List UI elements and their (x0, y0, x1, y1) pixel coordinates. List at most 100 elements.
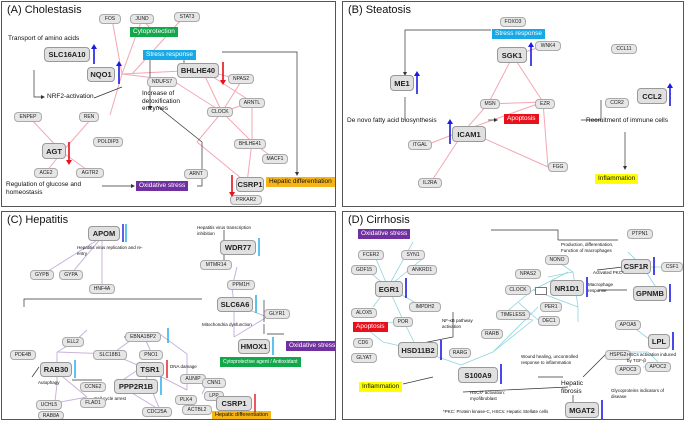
node-npas2: NPAS2 (515, 269, 541, 279)
node-ccr2: CCR2 (605, 98, 629, 108)
expression-arrows (414, 42, 673, 144)
tag-oxidative-stress: Oxidative stress (136, 181, 189, 191)
panel-hepatitis: (C) Hepatitis APOM Hepa (1, 211, 336, 420)
label-macrophage-response: Macrophage response (588, 282, 614, 293)
label-nrf2: NRF2-activation (47, 93, 94, 100)
tag-cytoprotective: Cytoprotective agent / Antioxidant (220, 357, 301, 367)
node-slc18b1: SLC18B1 (93, 350, 127, 360)
node-bhlhe41: BHLHE41 (234, 139, 266, 149)
node-slc6a6: SLC6A6 (217, 297, 253, 312)
node-hnf4a: HNF4A (89, 284, 115, 294)
node-fgg: FGG (548, 162, 568, 172)
node-me1: ME1 (390, 75, 414, 91)
label-glycoproteins: Glycoproteins indicators of disease (611, 388, 665, 399)
node-gdf15: GDF15 (351, 265, 377, 275)
node-cdc25a: CDC25A (142, 407, 172, 417)
node-agt: AGT (42, 143, 66, 159)
node-fcer2: FCER2 (358, 250, 384, 260)
node-apoc2: APOC2 (645, 362, 671, 372)
expression-arrows (66, 44, 235, 197)
node-syn1: SYN1 (401, 250, 425, 260)
tag-inflammation: Inflammation (359, 382, 403, 392)
node-arnt: ARNT (184, 169, 208, 179)
label-recruitment: Recruitment of immune cells (586, 117, 668, 124)
node-mgat2: MGAT2 (565, 402, 599, 418)
node-arntl: ARNTL (239, 98, 265, 108)
node-hmox1: HMOX1 (238, 339, 270, 354)
label-cell-cycle-arrest: Cell cycle arrest (94, 396, 127, 401)
node-uchl5: UCHL5 (36, 400, 62, 410)
node-nqo1: NQO1 (87, 67, 115, 82)
calculator-icon (535, 287, 547, 295)
node-plk4: PLK4 (175, 395, 197, 405)
node-wdr77: WDR77 (220, 240, 256, 255)
node-nr1d1: NR1D1 (550, 280, 584, 296)
node-hsd11b2: HSD11B2 (398, 342, 438, 358)
node-s100a9: S100A9 (458, 367, 498, 383)
node-foxo3: FOXO3 (500, 17, 526, 27)
node-flad1: FLAD1 (80, 398, 106, 408)
tag-inflammation: Inflammation (595, 174, 639, 184)
node-agtr2: AGTR2 (76, 168, 104, 178)
tag-hepatic-differentiation: Hepatic differentiation (212, 411, 272, 419)
label-glucose: Regulation of glucose and homeostasis (6, 181, 82, 196)
node-ren: REN (79, 112, 99, 122)
node-ptpn1: PTPN1 (627, 229, 653, 239)
node-stat3: STAT3 (174, 12, 200, 22)
node-lpl: LPL (648, 334, 670, 349)
node-timeless: TIMELESS (496, 310, 530, 320)
tag-cytoprotection: Cytoprotection (130, 27, 178, 37)
tag-apoptosis: Apoptosis (504, 114, 539, 124)
node-fos: FOS (99, 14, 121, 24)
label-autophagy: Autophagy (38, 380, 60, 385)
panel-title: (B) Steatosis (348, 4, 411, 16)
node-ell2: ELL2 (62, 337, 84, 347)
label-hscs-myofibroblast: HSCs* activation: myofibroblast (470, 390, 506, 401)
node-ppm1h: PPM1H (227, 280, 255, 290)
node-pno1: PNO1 (139, 350, 163, 360)
tag-apoptosis: Apoptosis (353, 322, 388, 332)
label-lipid-biosynthesis: De novo fatty acid biosynthesis (347, 117, 437, 124)
node-dec1: DEC1 (538, 316, 560, 326)
node-gpnmb: GPNMB (633, 286, 667, 301)
tag-oxidative-stress: Oxidative stress (358, 229, 411, 239)
node-gypa: GYPA (59, 270, 83, 280)
node-alox5: ALOX5 (351, 308, 377, 318)
node-csf1: CSF1 (661, 262, 683, 272)
label-detox: Increase of detoxification enzymes (142, 90, 180, 112)
node-npas2: NPAS2 (228, 74, 254, 84)
panel-cholestasis: (A) Cholestasis (1, 1, 336, 207)
label-hscs-tgf: HSCs activation induced by TGF-β (627, 352, 677, 363)
node-wnk4: WNK4 (535, 41, 561, 51)
panel-title: (D) Cirrhosis (348, 214, 410, 226)
label-production: Production, differentiation, Function of… (561, 242, 614, 253)
node-pde4b: PDE4B (10, 350, 36, 360)
node-msn: MSN (480, 99, 500, 109)
node-nono: NONO (545, 255, 569, 265)
node-csf1r: CSF1R (621, 259, 651, 274)
node-jund: JUND (130, 14, 154, 24)
node-ace2: ACE2 (34, 168, 58, 178)
node-tsr1: TSR1 (136, 362, 164, 377)
tag-hepatic-differentiation: Hepatic differentiation (266, 177, 335, 187)
node-glyr1: GLYR1 (264, 309, 290, 319)
node-ppp2r1b: PPP2R1B (114, 379, 158, 394)
node-apoc3: APOC3 (615, 365, 641, 375)
node-egr1: EGR1 (375, 281, 403, 297)
node-ezr: EZR (535, 99, 555, 109)
node-actbl2: ACTBL2 (182, 405, 212, 415)
label-nfkb: NF-κB pathway activation (442, 318, 473, 329)
node-rab30: RAB30 (40, 362, 72, 377)
tag-stress-response: Stress response (492, 29, 545, 39)
panel-steatosis: (B) Steatosis FOXO3 Stress response SGK1… (342, 1, 684, 207)
label-mito-dysfunction: Mitochondria dysfunction (202, 322, 252, 327)
node-prkar2: PRKAR2 (230, 195, 262, 205)
tag-stress-response: Stress response (143, 50, 196, 60)
node-apoa5: APOA5 (615, 320, 641, 330)
label-dna-damage: DNA damage (170, 364, 197, 369)
node-per1: PER1 (540, 302, 562, 312)
panel-title: (A) Cholestasis (7, 4, 82, 16)
node-impdh2: IMPDH2 (409, 302, 441, 312)
label-hv-transcription: Hepatitis virus transcription inhibition (197, 225, 252, 236)
node-poldip3: POLDIP3 (93, 137, 123, 147)
